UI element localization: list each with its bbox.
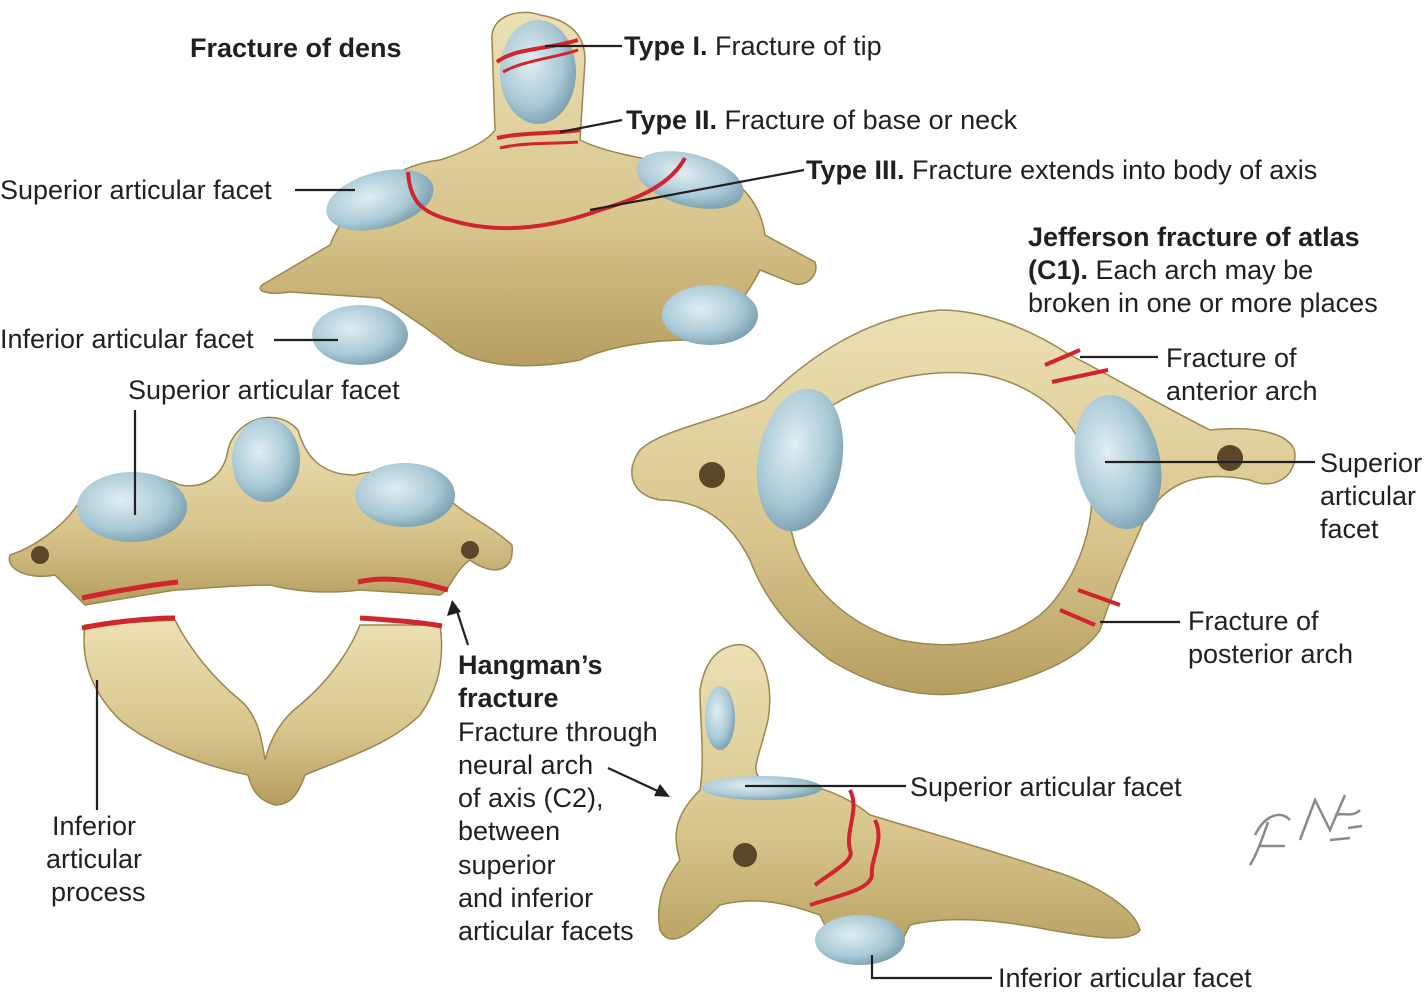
jefferson-title-2-text: Each arch may be (1095, 255, 1314, 285)
leader-inferior-facet-lateral (870, 955, 992, 980)
leader-lines (95, 44, 1315, 980)
type1-bold: Type I. (624, 31, 708, 61)
lateral-fracture-2 (809, 819, 881, 907)
label-superior-facet-c2: Superior articular facet (128, 375, 400, 405)
atlas-superior-line3: facet (1320, 514, 1379, 544)
anterior-arch-line1: Fracture of (1166, 343, 1297, 373)
c2-lateral-bone (658, 643, 1141, 961)
axis-body (259, 11, 817, 367)
lateral-dens-cartilage (705, 686, 735, 750)
hangman-desc-5: superior (458, 850, 556, 880)
jefferson-title-1: Jefferson fracture of atlas (1028, 222, 1360, 252)
inferior-process-line2: articular (46, 844, 143, 874)
type3-text: Fracture extends into body of axis (912, 155, 1318, 185)
inferior-process-line1: Inferior (52, 811, 137, 841)
type2-bold: Type II. (626, 105, 718, 135)
fracture-type2 (496, 128, 581, 140)
c2-foramen-left (31, 546, 49, 564)
hangman-fracture-right-bottom (359, 615, 443, 629)
hangman-desc-2: neural arch (458, 750, 594, 780)
hangman-fracture-left-top (81, 579, 179, 601)
lateral-inferior-facet (815, 915, 905, 965)
hangman-desc-3: of axis (C2), (458, 783, 604, 813)
posterior-arch-line1: Fracture of (1188, 606, 1319, 636)
label-type3: Type III. Fracture extends into body of … (806, 154, 1317, 187)
arrow-hangman-bottom (654, 784, 670, 797)
inferior-process-line3: process (51, 877, 146, 907)
fracture-type2b (499, 140, 579, 150)
leader-type3 (589, 168, 805, 212)
jefferson-c1-bold: (C1). (1028, 255, 1088, 285)
fracture-type1 (495, 38, 579, 64)
hangman-title-line1: Hangman’s (458, 650, 603, 680)
c2-foramen-right (461, 541, 479, 559)
lateral-fracture-1 (813, 789, 856, 887)
transverse-foramen-right (1217, 445, 1243, 471)
hangman-fracture-right-top (357, 576, 449, 593)
atlas-facet-left (756, 388, 844, 532)
superior-facet-left (326, 169, 434, 231)
leader-hangman-bottom (607, 767, 663, 794)
label-superior-facet-axis: Superior articular facet (0, 175, 272, 205)
label-inferior-facet-lateral: Inferior articular facet (998, 963, 1252, 993)
anterior-arch-line2: anterior arch (1166, 376, 1318, 406)
lateral-foramen (733, 843, 757, 867)
label-superior-facet-lateral: Superior articular facet (910, 772, 1182, 802)
axis-anterior-view (259, 11, 817, 367)
c2-facet-right (355, 463, 455, 527)
atlas-superior-line1: Superior (1320, 448, 1423, 478)
hangman-desc-7: articular facets (458, 916, 634, 946)
fracture-posterior-arch-1 (1077, 588, 1121, 607)
lateral-superior-facet (702, 776, 822, 800)
atlas-superior-line2: articular (1320, 481, 1417, 511)
leader-type2 (559, 118, 623, 134)
inferior-facet-left (312, 305, 408, 365)
label-inferior-facet-axis: Inferior articular facet (0, 324, 254, 354)
hangman-fracture-left-bottom (81, 615, 176, 631)
fracture-type3 (406, 157, 687, 230)
netter-signature (1248, 794, 1363, 866)
dens-tip-cartilage (500, 20, 576, 124)
hangman-title-line2: fracture (458, 683, 559, 713)
jefferson-title-3: broken in one or more places (1028, 288, 1378, 318)
posterior-arch-line2: posterior arch (1188, 639, 1354, 669)
c2-facet-left (77, 472, 187, 542)
hangman-desc-4: between (458, 816, 561, 846)
label-type2: Type II. Fracture of base or neck (626, 104, 1017, 137)
c2-lower-part (83, 619, 443, 806)
type2-text: Fracture of base or neck (724, 105, 1018, 135)
type3-bold: Type III. (806, 155, 905, 185)
superior-facet-right (636, 151, 744, 209)
axis-lateral-view (658, 643, 1141, 965)
hangman-desc-6: and inferior (458, 883, 594, 913)
axis-superior-view (8, 416, 513, 806)
fracture-anterior-arch (1044, 348, 1109, 384)
jefferson-title-2: (C1). Each arch may be (1028, 254, 1313, 287)
fracture-type1b (502, 48, 579, 74)
dens-title: Fracture of dens (190, 33, 402, 63)
type1-text: Fracture of tip (715, 31, 882, 61)
transverse-foramen-left (699, 462, 725, 488)
c2-upper-part (8, 416, 513, 606)
inferior-facet-right (662, 285, 758, 345)
c2-dens (232, 418, 300, 502)
arrow-hangman-top (447, 600, 461, 616)
fracture-posterior-arch-2 (1059, 608, 1096, 627)
label-type1: Type I. Fracture of tip (624, 30, 882, 63)
hangman-desc-1: Fracture through (458, 717, 658, 747)
